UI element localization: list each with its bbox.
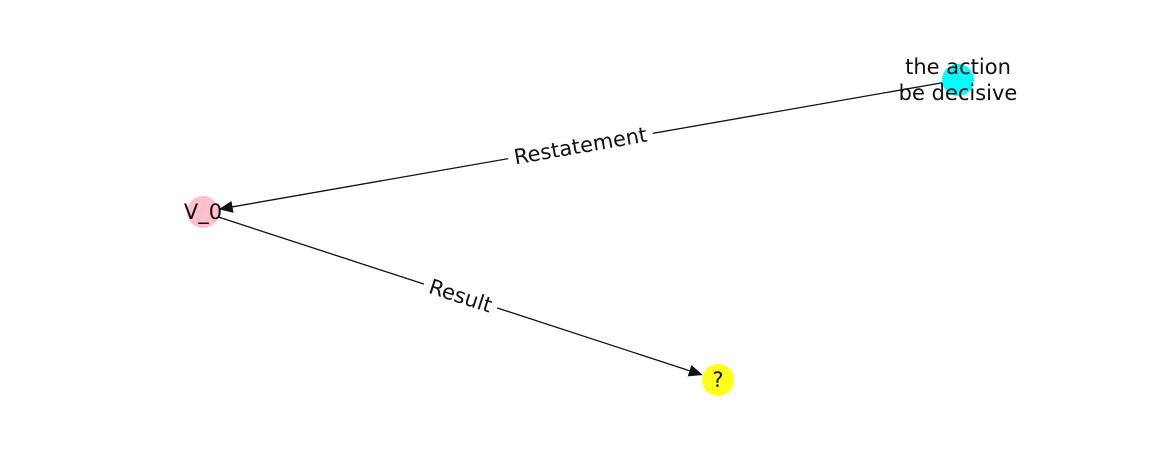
node-label-q: ? xyxy=(712,368,723,392)
edge-label-group-action-to-v0: Restatement xyxy=(505,119,656,173)
node-q xyxy=(702,364,734,396)
edge-label-background xyxy=(419,270,502,322)
edges-layer xyxy=(202,79,959,377)
node-action xyxy=(942,64,974,96)
node-label-action: be decisive xyxy=(899,81,1018,105)
node-label-v0: V_0 xyxy=(184,200,222,225)
edge-label: Restatement xyxy=(512,123,649,170)
edge-label: Result xyxy=(426,275,495,318)
edge-label-group-v0-to-q: Result xyxy=(419,270,502,322)
nodes-layer xyxy=(187,64,974,396)
edge-label-background xyxy=(505,119,656,173)
node-label-action: the action xyxy=(905,55,1011,79)
node-v0 xyxy=(187,196,219,228)
